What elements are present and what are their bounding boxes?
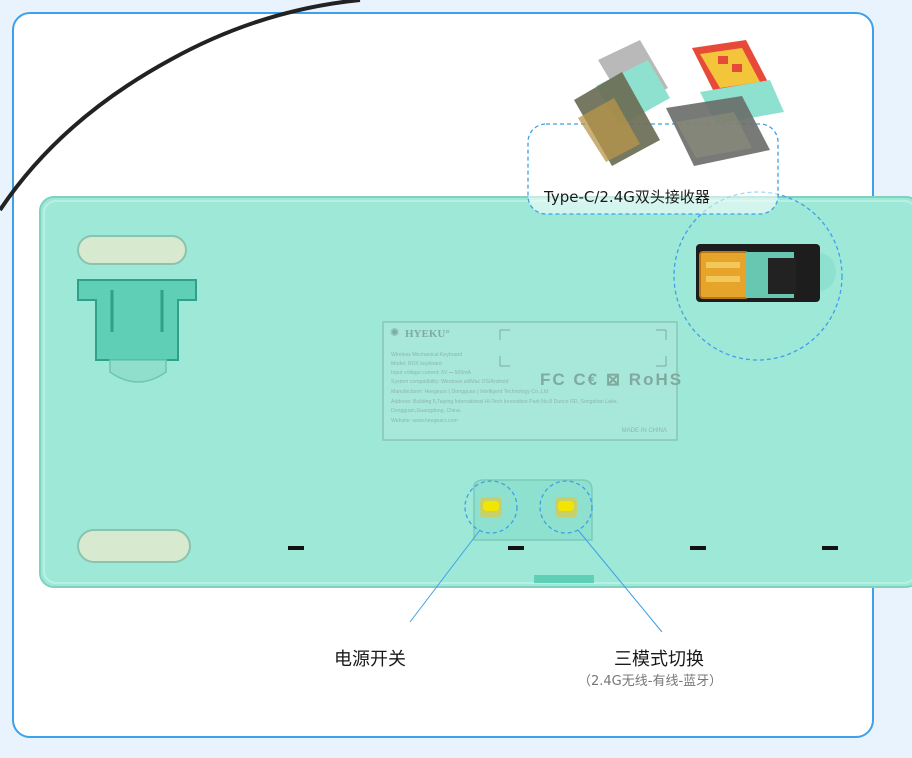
plate-line: System compatibility: Windows all/Mac OS…	[391, 379, 509, 385]
power-leader-line	[409, 529, 481, 623]
power-switch-label: 电源开关	[334, 649, 406, 670]
plate-line: Address: Building 5,Taiying Internationa…	[391, 399, 618, 405]
plate-line: Wireless Mechanical Keyboard	[391, 352, 463, 358]
rubber-foot-bottom-left	[77, 529, 191, 563]
mode-leader-line	[577, 529, 663, 633]
plate-line: Input voltage current: 5V ⎓ 500mA	[391, 370, 471, 376]
plate-line: Model: BOX keyboard	[391, 361, 442, 367]
mode-switch-sublabel: （2.4G无线-有线-蓝牙）	[578, 674, 723, 689]
rubber-foot-top-left	[77, 235, 187, 265]
mode-switch-label: 三模式切换	[614, 649, 704, 670]
plate-line: Manufacturer: Heegears ( Dongguan ) Inte…	[391, 389, 549, 395]
receiver-label: Type-C/2.4G双头接收器	[544, 188, 710, 206]
certification-marks: FC C€ ⊠ RoHS	[540, 370, 684, 389]
mode-switch-circle	[539, 480, 593, 534]
info-plate: ✺ HYEKU° Wireless Mechanical Keyboard Mo…	[385, 322, 681, 440]
brand-logo-icon: ✺	[390, 327, 400, 339]
cable	[0, 0, 361, 212]
typec-receiver-image	[574, 40, 670, 166]
mode-switch	[555, 497, 577, 517]
power-switch-circle	[464, 480, 518, 534]
info-plate-bg	[382, 321, 678, 441]
plate-line: Dongguan,Guangdong, China.	[391, 408, 462, 414]
power-switch	[480, 497, 502, 517]
brand-name: HYEKU°	[405, 328, 450, 340]
kickstand	[77, 279, 197, 361]
made-in-label: MADE IN CHINA	[621, 428, 667, 434]
usba-receiver-image	[666, 40, 784, 166]
plate-line: Website: www.heegears.com	[391, 418, 458, 424]
